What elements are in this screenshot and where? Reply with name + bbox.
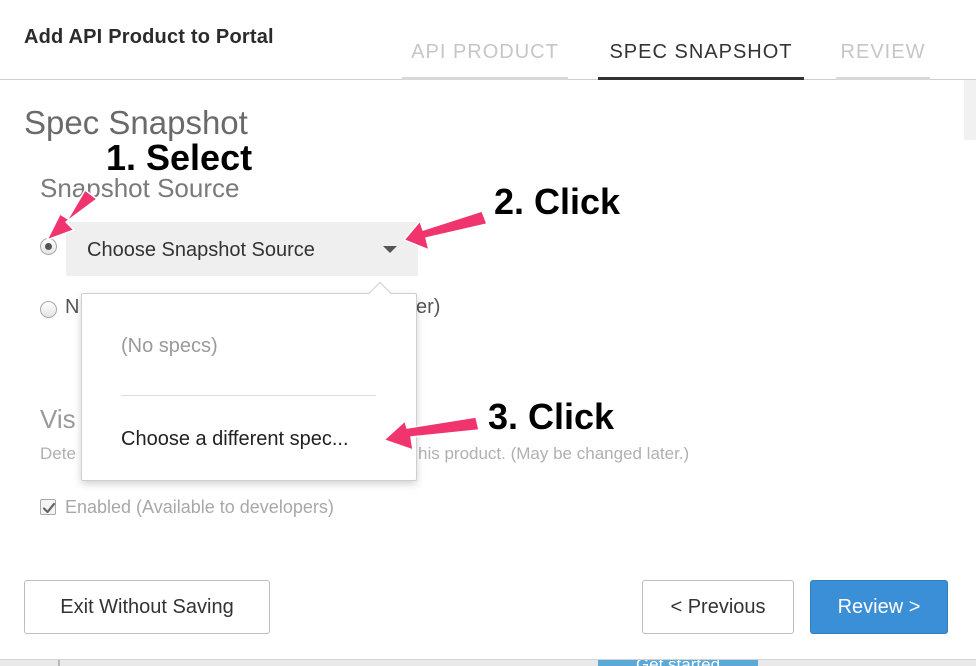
- enabled-checkbox[interactable]: [40, 499, 56, 515]
- visibility-title: Vis: [40, 404, 76, 434]
- second-source-label-start: N: [65, 296, 80, 318]
- modal-title: Add API Product to Portal: [24, 26, 274, 48]
- annotation-step-3: 3. Click: [488, 396, 615, 437]
- dropdown-item-no-specs: (No specs): [121, 335, 218, 357]
- snapshot-source-select-label: Choose Snapshot Source: [87, 239, 315, 261]
- section-title: Spec Snapshot: [24, 104, 248, 141]
- tab-review[interactable]: REVIEW: [836, 40, 930, 80]
- caret-down-icon: [383, 246, 397, 253]
- enabled-checkbox-label: Enabled (Available to developers): [65, 497, 334, 517]
- tab-spec-snapshot[interactable]: SPEC SNAPSHOT: [598, 40, 804, 80]
- snapshot-source-dropdown-menu: (No specs) Choose a different spec...: [81, 281, 417, 481]
- snapshot-source-select[interactable]: Choose Snapshot Source: [66, 222, 418, 276]
- visibility-description-start: Dete: [40, 444, 76, 463]
- visibility-description-end: his product. (May be changed later.): [418, 444, 690, 463]
- dropdown-divider: [121, 395, 376, 396]
- tab-api-product[interactable]: API PRODUCT: [402, 40, 568, 80]
- annotation-step-1: 1. Select: [106, 137, 253, 178]
- exit-without-saving-button[interactable]: Exit Without Saving: [24, 580, 270, 634]
- choose-snapshot-source-radio[interactable]: [40, 238, 57, 255]
- scrollbar-track[interactable]: [964, 80, 976, 140]
- review-button[interactable]: Review >: [810, 580, 948, 634]
- modal-header: Add API Product to Portal API PRODUCT SP…: [0, 0, 976, 80]
- checkmark-icon: [42, 502, 56, 514]
- annotation-step-2: 2. Click: [494, 181, 621, 222]
- second-source-radio[interactable]: [40, 301, 57, 318]
- dropdown-item-choose-different-spec[interactable]: Choose a different spec...: [121, 428, 349, 450]
- dropdown-pointer: [368, 281, 392, 305]
- previous-button[interactable]: < Previous: [642, 580, 794, 634]
- second-source-label-end: er): [416, 296, 441, 318]
